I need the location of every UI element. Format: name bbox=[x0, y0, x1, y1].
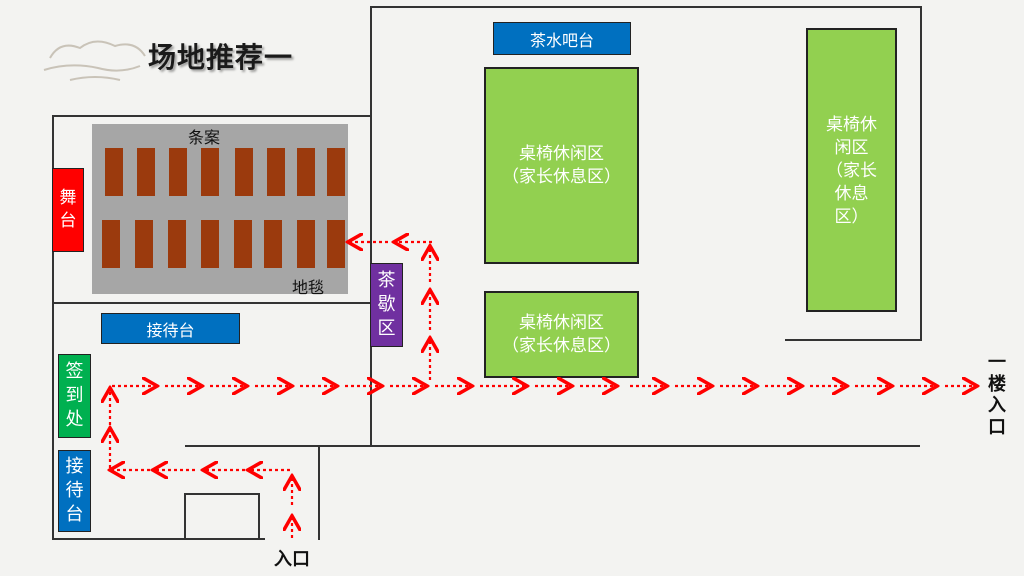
lounge-b-label: 桌椅休闲区 （家长休息区） bbox=[502, 312, 621, 356]
table bbox=[267, 148, 285, 196]
table bbox=[327, 220, 345, 268]
reception-desk-side: 接 待 台 bbox=[58, 450, 91, 532]
stage-block: 舞 台 bbox=[52, 168, 84, 252]
lounge-a-label: 桌椅休闲区 （家长休息区） bbox=[502, 143, 621, 187]
table bbox=[234, 220, 252, 268]
table bbox=[264, 220, 282, 268]
carpet-label: 地毯 bbox=[292, 278, 325, 297]
table bbox=[137, 148, 155, 196]
signin-desk: 签 到 处 bbox=[58, 354, 91, 438]
stage-label: 舞 台 bbox=[59, 188, 77, 231]
bottom-entrance-label: 入口 bbox=[274, 549, 310, 570]
table bbox=[135, 220, 153, 268]
first-floor-entrance-label: 一 楼 入 口 bbox=[988, 352, 1006, 438]
table bbox=[201, 220, 219, 268]
table bbox=[105, 148, 123, 196]
table bbox=[201, 148, 219, 196]
table bbox=[297, 148, 315, 196]
tea-bar: 茶水吧台 bbox=[493, 22, 631, 55]
table bbox=[297, 220, 315, 268]
page-title: 场地推荐一 bbox=[148, 41, 294, 74]
tea-break-area: 茶 歇 区 bbox=[370, 263, 403, 347]
tea-break-label: 茶 歇 区 bbox=[377, 269, 396, 340]
table bbox=[327, 148, 345, 196]
reception-side-label: 接 待 台 bbox=[65, 455, 84, 526]
lounge-area-c: 桌椅休 闲区 （家长 休息 区） bbox=[806, 28, 897, 312]
lounge-c-label: 桌椅休 闲区 （家长 休息 区） bbox=[826, 115, 877, 227]
tables-label: 条案 bbox=[188, 128, 221, 147]
lounge-area-b: 桌椅休闲区 （家长休息区） bbox=[484, 291, 639, 378]
tea-bar-label: 茶水吧台 bbox=[529, 30, 594, 50]
reception-desk-top: 接待台 bbox=[101, 313, 240, 344]
cloud-decoration-icon bbox=[43, 40, 146, 81]
table bbox=[102, 220, 120, 268]
table bbox=[169, 148, 187, 196]
reception-top-label: 接待台 bbox=[146, 320, 195, 340]
table bbox=[168, 220, 186, 268]
signin-label: 签 到 处 bbox=[65, 360, 84, 431]
table bbox=[235, 148, 253, 196]
lounge-area-a: 桌椅休闲区 （家长休息区） bbox=[484, 67, 639, 264]
